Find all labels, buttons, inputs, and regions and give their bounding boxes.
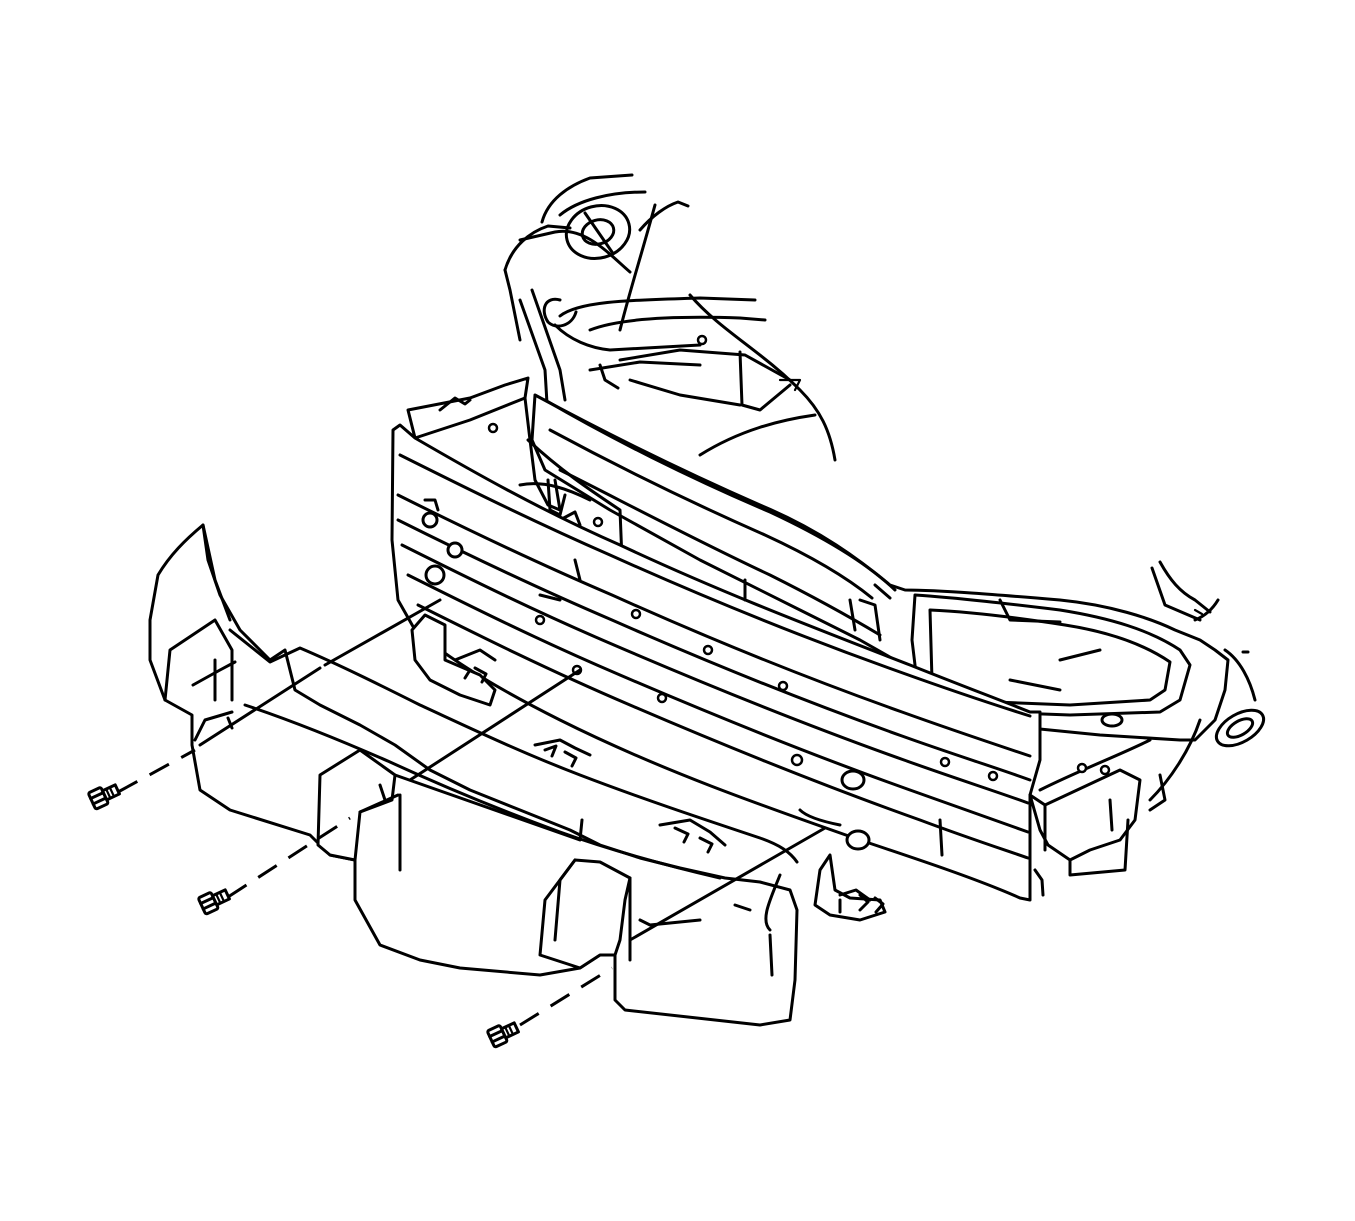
fastener-center: [197, 668, 582, 916]
vehicle-front-structure: [503, 173, 837, 462]
leader-line-left: [117, 748, 196, 794]
fastener-left: [87, 598, 442, 811]
alignment-line-right: [628, 826, 827, 942]
fastener-right: [486, 826, 827, 1049]
bolt-icon: [486, 1021, 520, 1049]
left-frame-rail: [406, 376, 624, 562]
front-bumper-energy-absorber: [148, 523, 887, 1027]
leader-line-center: [227, 816, 351, 899]
alignment-line-center: [408, 668, 582, 782]
radiator-support-upper: [530, 393, 1266, 802]
leader-line-right: [519, 966, 613, 1027]
bolt-icon: [197, 888, 231, 916]
front-bumper-impact-bar: [390, 423, 1167, 902]
alignment-line-left: [323, 598, 442, 667]
bolt-icon: [87, 783, 121, 811]
